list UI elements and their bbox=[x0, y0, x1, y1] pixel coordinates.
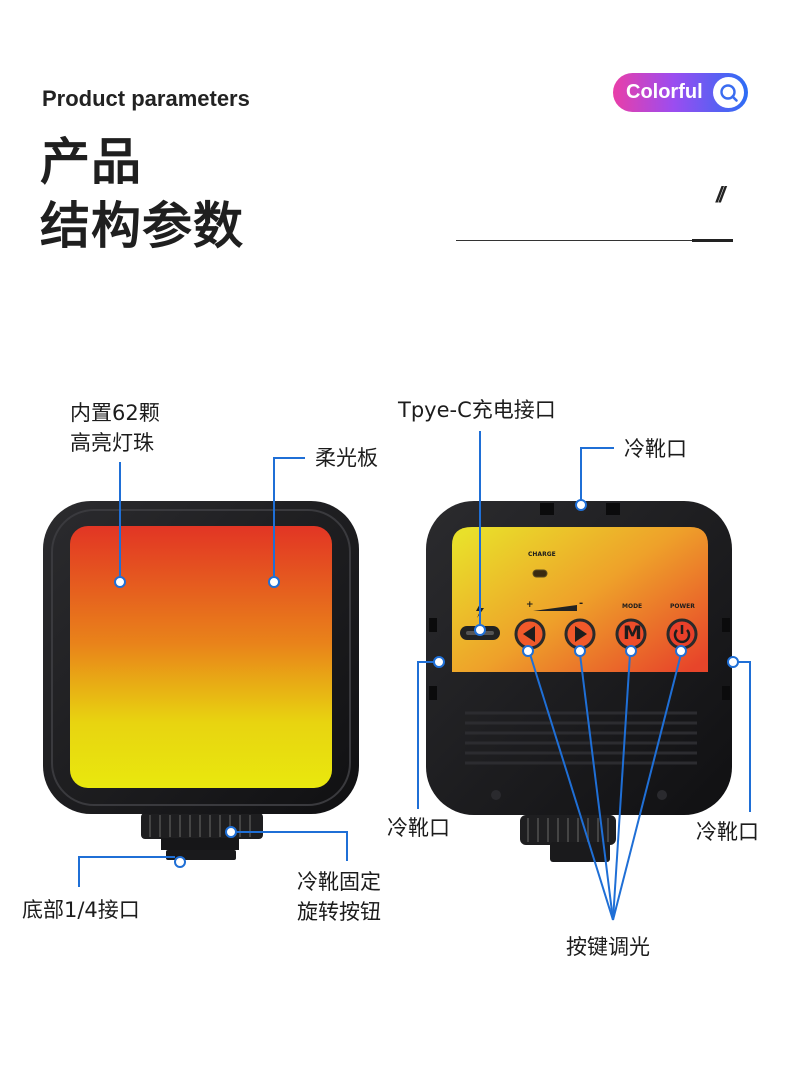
colorful-badge: Colorful bbox=[613, 73, 748, 112]
badge-text: Colorful bbox=[626, 81, 703, 103]
plus-label: + bbox=[526, 600, 534, 610]
minus-label: - bbox=[579, 598, 584, 609]
typec-label: Tpye-C充电接口 bbox=[398, 398, 556, 422]
left-device bbox=[43, 501, 359, 860]
m-button-label[interactable]: M bbox=[623, 622, 642, 644]
right-device bbox=[426, 501, 732, 862]
page-title-line2: 结构参数 bbox=[40, 197, 244, 255]
callout-lines-left bbox=[78, 457, 348, 887]
knob-label-line2: 旋转按钮 bbox=[297, 900, 381, 924]
next-button bbox=[564, 618, 596, 650]
shoe-stem bbox=[161, 838, 239, 850]
bottom-mount-label: 底部1/4接口 bbox=[22, 898, 140, 922]
decorative-slash: // bbox=[716, 182, 725, 207]
led-panel bbox=[70, 526, 332, 788]
prev-button bbox=[514, 618, 546, 650]
cold-shoe-top-label: 冷靴口 bbox=[624, 437, 687, 461]
divider-line bbox=[456, 240, 692, 241]
divider-accent bbox=[692, 239, 733, 242]
diffuser-label: 柔光板 bbox=[315, 446, 378, 470]
search-icon bbox=[713, 77, 744, 108]
callout-lines-right bbox=[417, 431, 751, 921]
led-label-line1: 内置62颗 bbox=[70, 401, 160, 425]
led-label-line2: 高亮灯珠 bbox=[70, 431, 154, 455]
subtitle: Product parameters bbox=[42, 86, 250, 111]
power-label: POWER bbox=[670, 603, 695, 610]
page-title-line1: 产品 bbox=[40, 133, 142, 191]
power-button bbox=[666, 618, 698, 650]
charge-label: CHARGE bbox=[528, 551, 556, 558]
knob-label-line1: 冷靴固定 bbox=[297, 870, 381, 894]
cold-shoe-left-label: 冷靴口 bbox=[387, 816, 450, 840]
cold-shoe-right-label: 冷靴口 bbox=[696, 820, 759, 844]
mode-label: MODE bbox=[622, 603, 643, 610]
buttons-label: 按键调光 bbox=[566, 935, 650, 959]
